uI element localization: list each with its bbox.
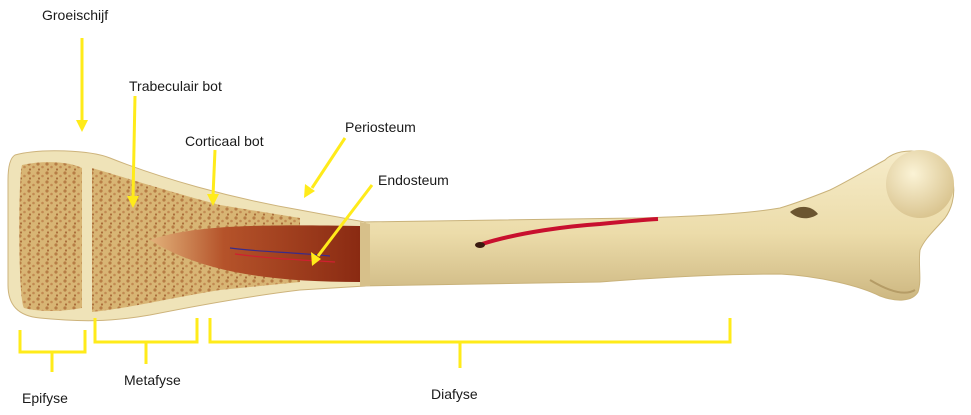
epiphysis-spongy: [19, 162, 82, 311]
femoral-head: [886, 150, 954, 218]
label-epiphysis: Epifyse: [22, 390, 68, 406]
label-periosteum: Periosteum: [345, 119, 416, 135]
label-cortical-bone: Corticaal bot: [185, 133, 264, 149]
arrow-trabecular: [133, 96, 135, 198]
nutrient-foramen: [475, 242, 485, 248]
bracket-diaphysis: [210, 318, 730, 368]
annotation-brackets: [20, 318, 730, 372]
label-growth-plate: Groeischijf: [42, 7, 108, 23]
arrow-cortical: [213, 150, 215, 196]
arrow-periosteum: [312, 138, 345, 188]
bone-cross-section: [8, 151, 370, 321]
bracket-metaphysis: [95, 318, 197, 364]
label-endosteum: Endosteum: [378, 172, 449, 188]
bracket-epiphysis: [20, 330, 85, 372]
label-diaphysis: Diafyse: [431, 386, 478, 402]
femur-shaft-intact: [360, 150, 954, 300]
label-trabecular-bone: Trabeculair bot: [129, 78, 222, 94]
label-metaphysis: Metafyse: [124, 372, 181, 388]
